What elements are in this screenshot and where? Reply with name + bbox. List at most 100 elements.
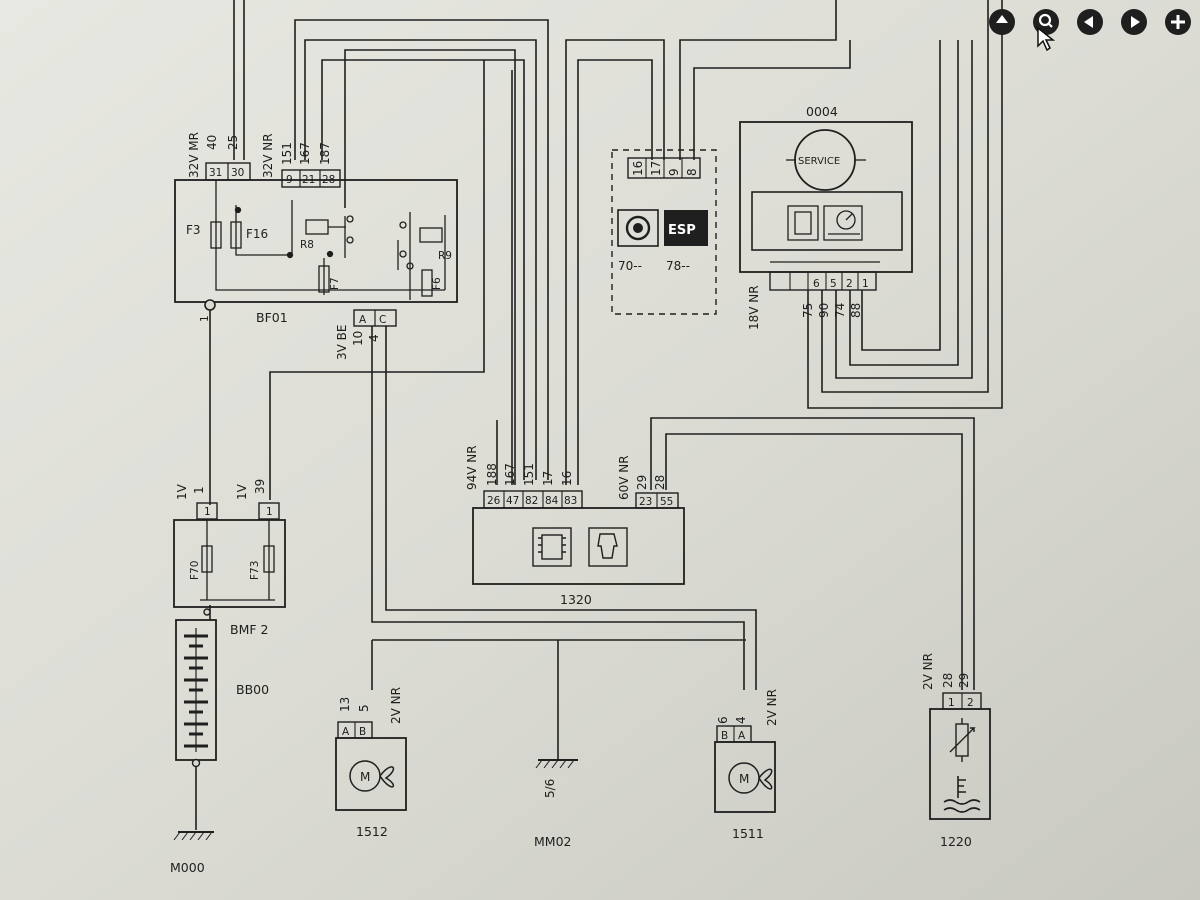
bmf2-pin-1a: 1: [204, 506, 211, 518]
wire-167: 167: [298, 142, 312, 165]
bmf2-pin-1b: 1: [266, 506, 273, 518]
fuse-box-bmf2: [173, 502, 286, 616]
bf01-right-spec: 32V NR: [261, 133, 275, 178]
fan-motor-icon: [349, 760, 395, 792]
coolant-temperature-icon: [943, 776, 981, 813]
cluster-pin-2: 2: [846, 278, 853, 290]
relay-r8-label: R8: [300, 239, 314, 251]
arrow-right-icon: [1121, 9, 1147, 35]
arrow-up-icon: [989, 9, 1015, 35]
abs-code: 70--: [618, 259, 642, 273]
abs-wire-8: 8: [685, 168, 699, 176]
wire-28: 28: [653, 475, 667, 490]
fan-1512-pin-a: A: [342, 726, 350, 738]
pin-84: 84: [545, 495, 559, 507]
wire-167b: 167: [503, 463, 517, 486]
pin-83: 83: [564, 495, 577, 507]
fan-1512-wire-5: 5: [357, 704, 371, 712]
ground-mm02: [535, 759, 578, 769]
up-button[interactable]: [984, 4, 1020, 40]
ground-mm02-label: MM02: [534, 834, 571, 849]
service-label: SERVICE: [798, 156, 840, 167]
wire-39: 39: [253, 479, 267, 494]
wires: [195, 0, 1003, 830]
fan-motor-icon: [728, 762, 773, 794]
cluster-0004-label: 0004: [806, 104, 838, 119]
cluster-spec: 18V NR: [747, 285, 761, 330]
pin-55: 55: [660, 496, 673, 508]
wire-88: 88: [849, 303, 863, 318]
wire-4: 4: [367, 334, 381, 342]
bmf2-spec-1: 1V: [175, 483, 189, 500]
pin-26: 26: [487, 495, 501, 507]
fan-1512-label: 1512: [356, 824, 388, 839]
wire-90: 90: [817, 303, 831, 318]
wire-1: 1: [192, 486, 206, 494]
cluster-pin-1: 1: [862, 278, 869, 290]
injector-icon: [588, 527, 628, 567]
pin-21: 21: [302, 174, 315, 186]
fuse-f16-label: F16: [246, 227, 268, 241]
abs-wire-16: 16: [631, 161, 645, 176]
fuse-f7-label: F7: [329, 277, 341, 290]
wire-188: 188: [485, 463, 499, 486]
abs-wire-9: 9: [667, 168, 681, 176]
wire-29: 29: [635, 475, 649, 490]
wire-75: 75: [801, 303, 815, 318]
pin-82: 82: [525, 495, 538, 507]
add-button[interactable]: [1160, 4, 1196, 40]
bf01-left-spec: 32V MR: [187, 132, 201, 178]
cluster-pin-6: 6: [813, 278, 820, 290]
fan-1512-wire-13: 13: [338, 697, 352, 712]
fan-1511-wire-4: 4: [734, 716, 748, 724]
next-button[interactable]: [1116, 4, 1152, 40]
fan-1511-wire-6: 6: [716, 716, 730, 724]
cluster-pin-5: 5: [830, 278, 837, 290]
fuse-box-bf01: [174, 162, 458, 327]
pin-c: C: [379, 314, 386, 326]
pin-a: A: [359, 314, 367, 326]
fuse-f6-label: F6: [431, 277, 443, 290]
viewer-toolbar: [978, 2, 1200, 42]
pin-28: 28: [322, 174, 335, 186]
wire-151b: 151: [522, 463, 536, 486]
wire-25: 25: [226, 135, 240, 150]
bf01-label: BF01: [256, 310, 288, 325]
mouse-cursor-icon: [1037, 26, 1056, 52]
esp-code: 78--: [666, 259, 690, 273]
sensor-1220-label: 1220: [940, 834, 972, 849]
fan-1511: [714, 725, 776, 813]
module-1320-left-spec: 94V NR: [465, 445, 479, 490]
m000-label: M000: [170, 860, 205, 875]
esp-warning-icon: [664, 210, 708, 246]
abs-esp-module: [611, 149, 717, 315]
instrument-cluster-0004: [739, 121, 913, 291]
fan-1512: [335, 721, 407, 811]
fan-1512-spec: 2V NR: [389, 687, 403, 724]
wire-labels: 32V MR 40 25 31 30 32V NR 151 167 187 9 …: [170, 104, 974, 875]
wire-10: 10: [351, 331, 365, 346]
wire-16b: 16: [560, 471, 574, 486]
arrow-left-icon: [1077, 9, 1103, 35]
esp-label: ESP: [668, 223, 696, 238]
fuse-f70-label: F70: [189, 561, 201, 580]
fan-1511-motor-letter: M: [739, 772, 749, 786]
previous-button[interactable]: [1072, 4, 1108, 40]
ground-m000: [173, 831, 214, 841]
module-1320: [472, 490, 685, 585]
fuse-f3-label: F3: [186, 223, 201, 237]
chip-icon: [787, 205, 819, 241]
module-1320-right-spec: 60V NR: [617, 455, 631, 500]
battery-bb00: [175, 619, 217, 768]
pin-23: 23: [639, 496, 652, 508]
sensor-1220-spec: 2V NR: [921, 653, 935, 690]
temperature-sensor-1220: [929, 692, 991, 820]
bb00-label: BB00: [236, 682, 269, 697]
bf01-pin1-label: 1: [199, 315, 211, 322]
wire-187: 187: [318, 142, 332, 165]
bmf2-spec-2: 1V: [235, 483, 249, 500]
wire-17b: 17: [541, 471, 555, 486]
wire-40: 40: [205, 135, 219, 150]
